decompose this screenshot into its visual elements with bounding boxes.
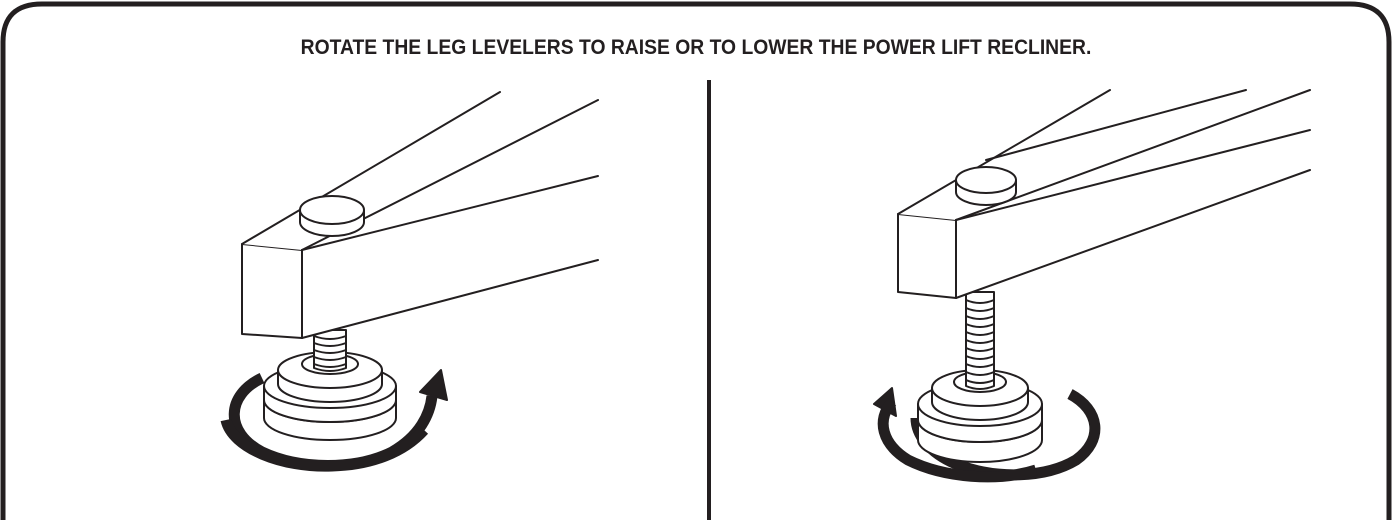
leg-cap — [955, 166, 1017, 206]
threaded-screw — [965, 291, 995, 390]
panel-leveler-lowered — [220, 91, 599, 472]
leveler-raised-illustration — [873, 89, 1311, 483]
leg-cap — [299, 195, 365, 237]
panel-leveler-raised — [696, 0, 1392, 520]
instruction-title: ROTATE THE LEG LEVELERS TO RAISE OR TO L… — [300, 36, 1092, 59]
rotate-counterclockwise-arrow-front — [877, 398, 1038, 483]
leveler-foot — [917, 369, 1043, 463]
leveler-lowered-illustration — [220, 91, 599, 472]
threaded-screw — [313, 329, 347, 372]
rotate-clockwise-arrow-front — [220, 418, 429, 472]
chair-leg-beam — [241, 91, 599, 339]
panel-divider — [707, 80, 711, 520]
